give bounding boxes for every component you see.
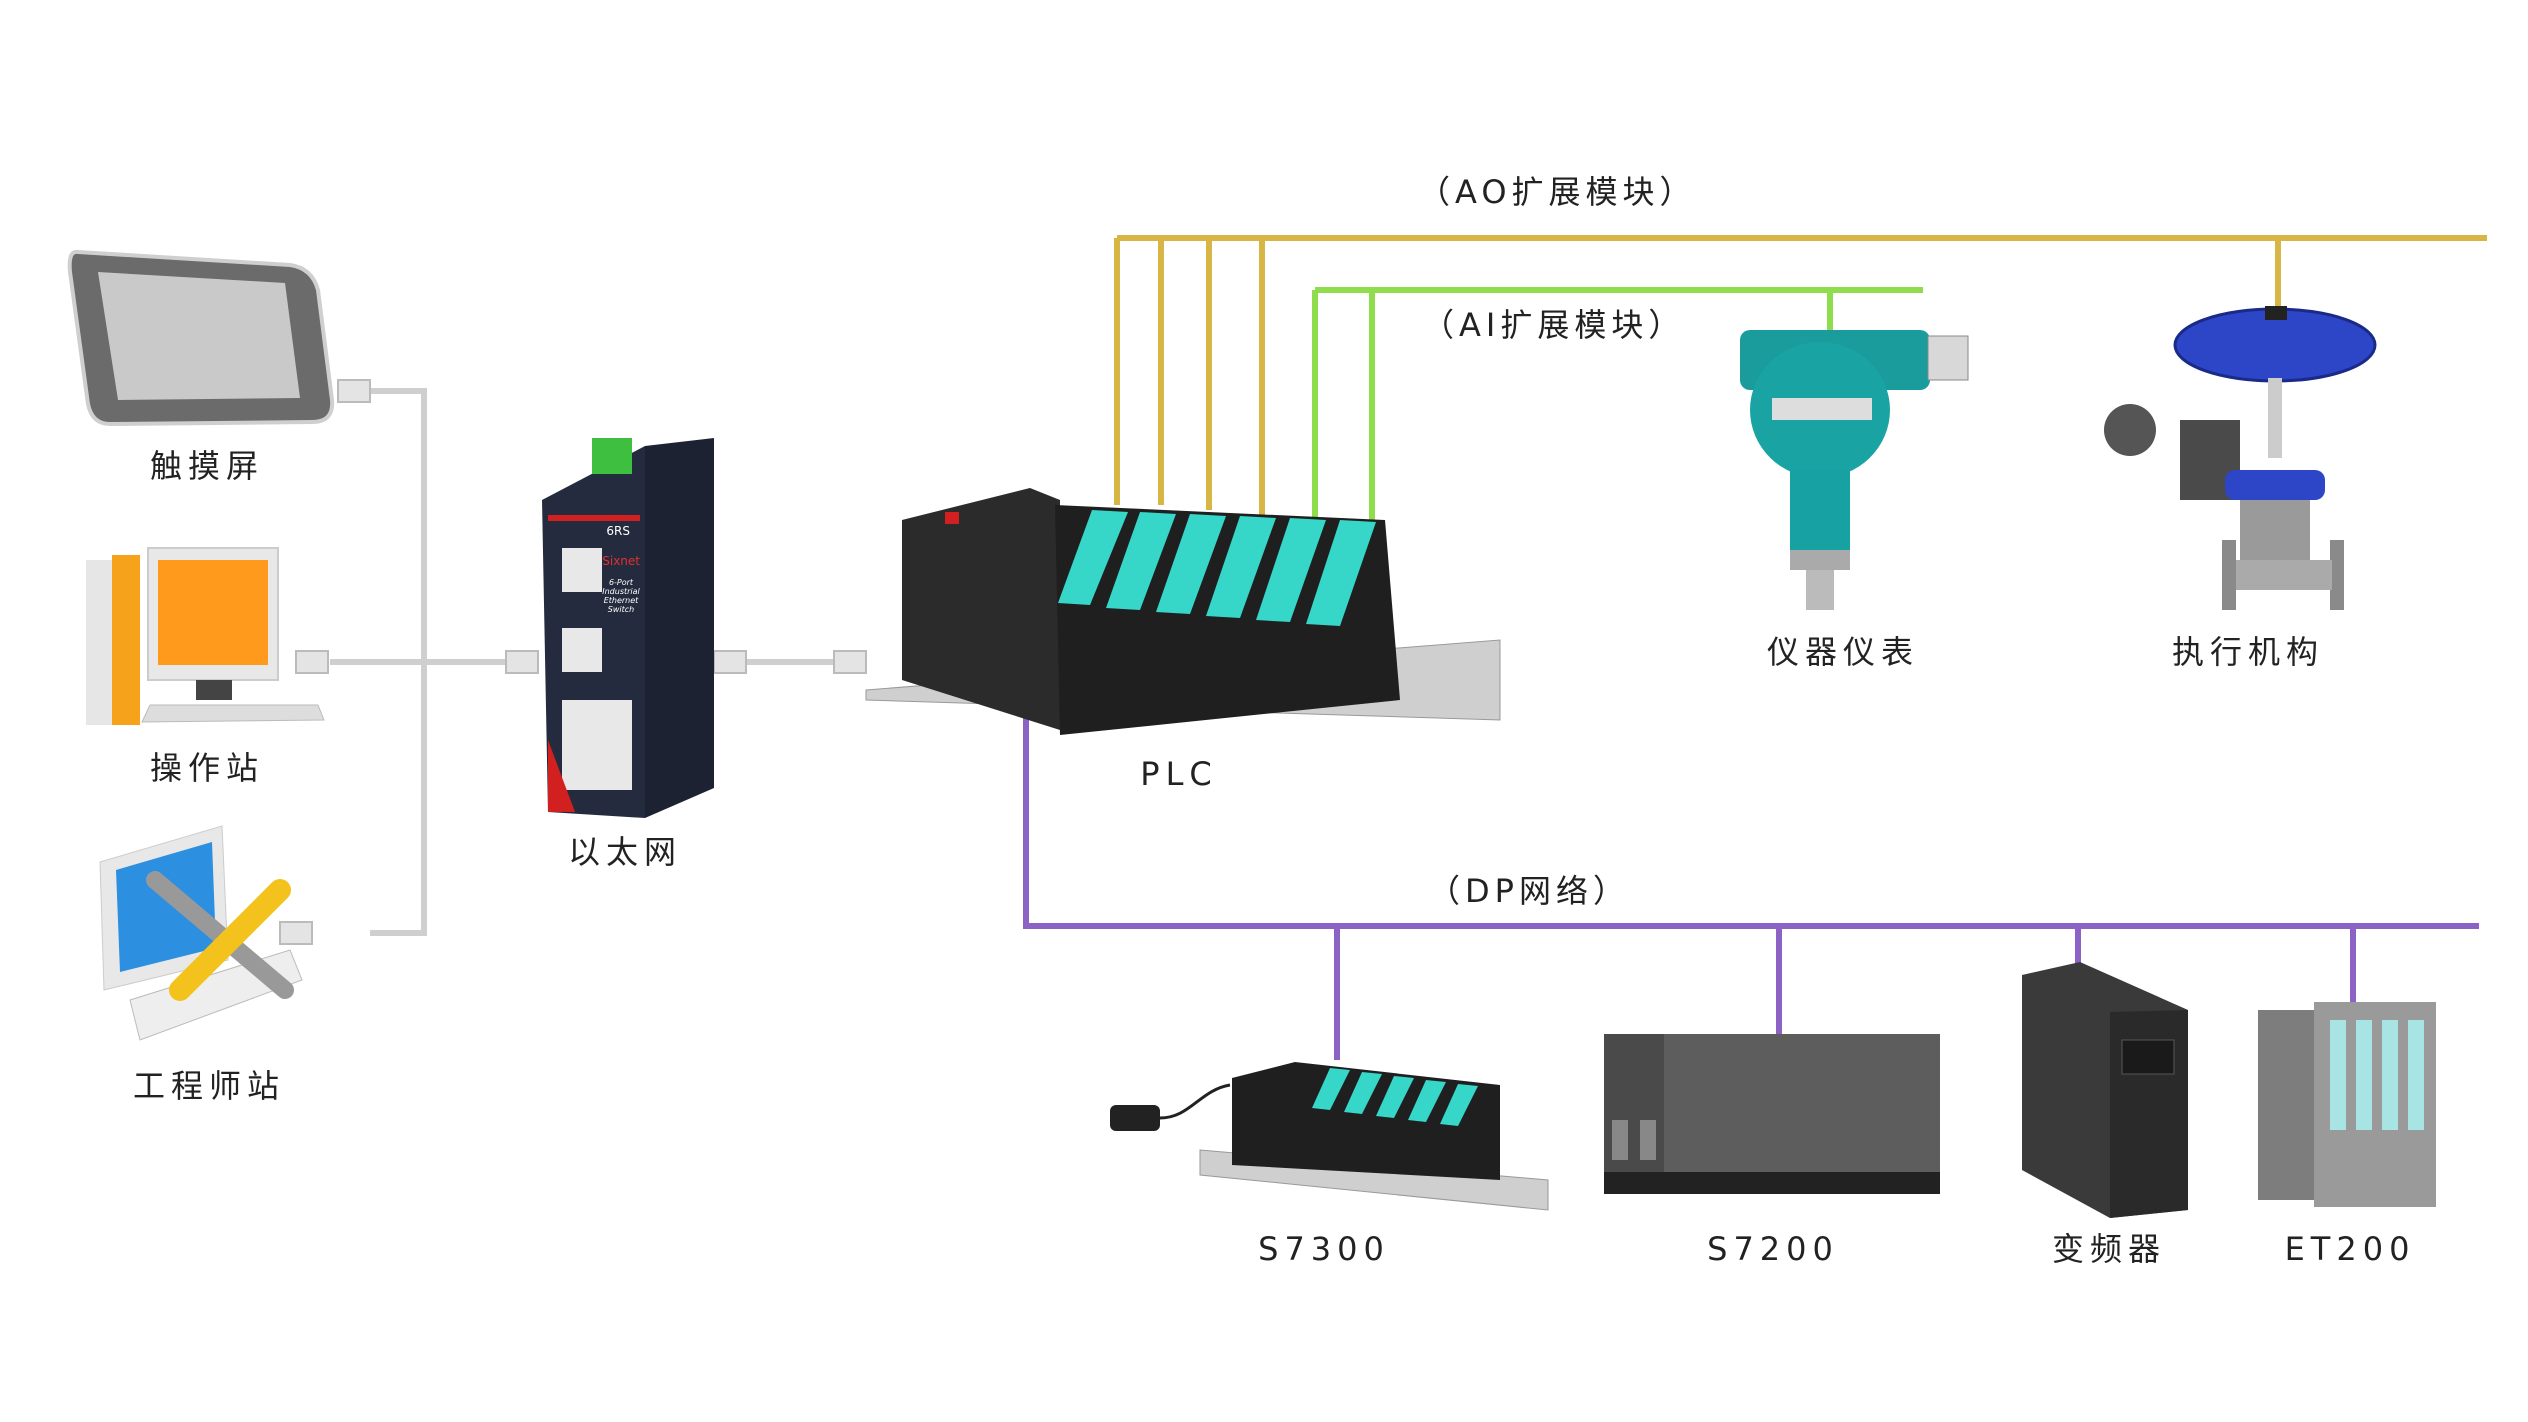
et200-icon[interactable] <box>2258 1002 2436 1207</box>
engineer-station-label: 工程师站 <box>133 1067 285 1105</box>
ao-bus-label: （AO扩展模块） <box>1418 173 1697 211</box>
vfd-icon[interactable] <box>2022 962 2188 1218</box>
touchscreen-label: 触摸屏 <box>150 447 264 485</box>
et200-modules <box>2330 1020 2424 1130</box>
ethernet-links <box>330 388 848 936</box>
rj45-connector-icon <box>337 379 371 403</box>
rj45-connector-icon <box>279 921 313 945</box>
ai-bus-label: （AI扩展模块） <box>1422 306 1685 344</box>
switch-description: 6-Port Industrial Ethernet Switch <box>602 578 640 614</box>
ao-bus <box>1114 235 2487 515</box>
s7200-icon[interactable] <box>1604 1034 1940 1194</box>
plc-io-modules <box>1058 510 1376 626</box>
rj45-connector-icon <box>505 650 539 674</box>
dp-bus-label: （DP网络） <box>1428 872 1630 910</box>
switch-model: 6RS <box>606 524 630 538</box>
touchscreen-icon[interactable] <box>67 249 335 427</box>
vfd-label: 变频器 <box>2052 1230 2166 1268</box>
s7300-io-modules <box>1312 1068 1478 1126</box>
rj45-connector-icon <box>833 650 867 674</box>
operator-station-icon[interactable] <box>86 547 325 725</box>
plc-icon[interactable] <box>865 488 1501 735</box>
s7300-label: S7300 <box>1258 1230 1390 1268</box>
instrument-label: 仪器仪表 <box>1767 633 1919 671</box>
plc-label: PLC <box>1140 755 1217 793</box>
actuator-icon[interactable] <box>2104 306 2377 610</box>
ai-bus <box>1312 287 1923 525</box>
switch-brand: Sixnet <box>602 554 640 568</box>
s7300-icon[interactable] <box>1110 1062 1549 1211</box>
operator-station-label: 操作站 <box>150 749 264 787</box>
ethernet-switch-label: 以太网 <box>568 833 682 871</box>
actuator-label: 执行机构 <box>2172 633 2324 671</box>
ethernet-switch-icon[interactable]: 6RS Sixnet 6-Port Industrial Ethernet Sw… <box>542 438 714 818</box>
engineer-station-icon[interactable] <box>99 825 303 1041</box>
s7200-label: S7200 <box>1707 1230 1839 1268</box>
rj45-connector-icon <box>713 650 747 674</box>
rj45-connector-icon <box>295 650 329 674</box>
instrument-icon[interactable] <box>1740 330 1969 610</box>
et200-label: ET200 <box>2285 1230 2416 1268</box>
